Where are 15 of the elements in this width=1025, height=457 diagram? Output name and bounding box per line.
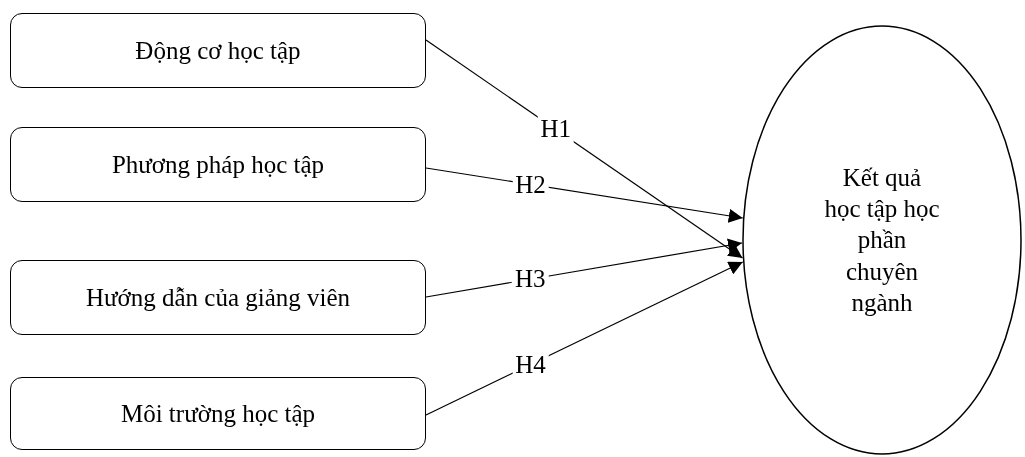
- arrow: [425, 261, 744, 416]
- outcome-label: Kết quả học tập học phần chuyên ngành: [823, 162, 941, 318]
- edge-label: H1: [537, 115, 575, 144]
- factor-box: [10, 260, 426, 335]
- factor-box: [10, 377, 426, 450]
- factor-label: Hướng dẫn của giảng viên: [85, 282, 351, 313]
- factor-label: Môi trường học tập: [120, 398, 316, 429]
- factor-box: [10, 127, 426, 202]
- factor-label: Động cơ học tập: [135, 35, 301, 66]
- arrow: [425, 167, 744, 223]
- outcome-ellipse: [742, 25, 1022, 455]
- arrow: [425, 238, 743, 298]
- arrow: [425, 39, 744, 259]
- factor-box: [10, 13, 426, 88]
- factor-label: Phương pháp học tập: [111, 149, 325, 180]
